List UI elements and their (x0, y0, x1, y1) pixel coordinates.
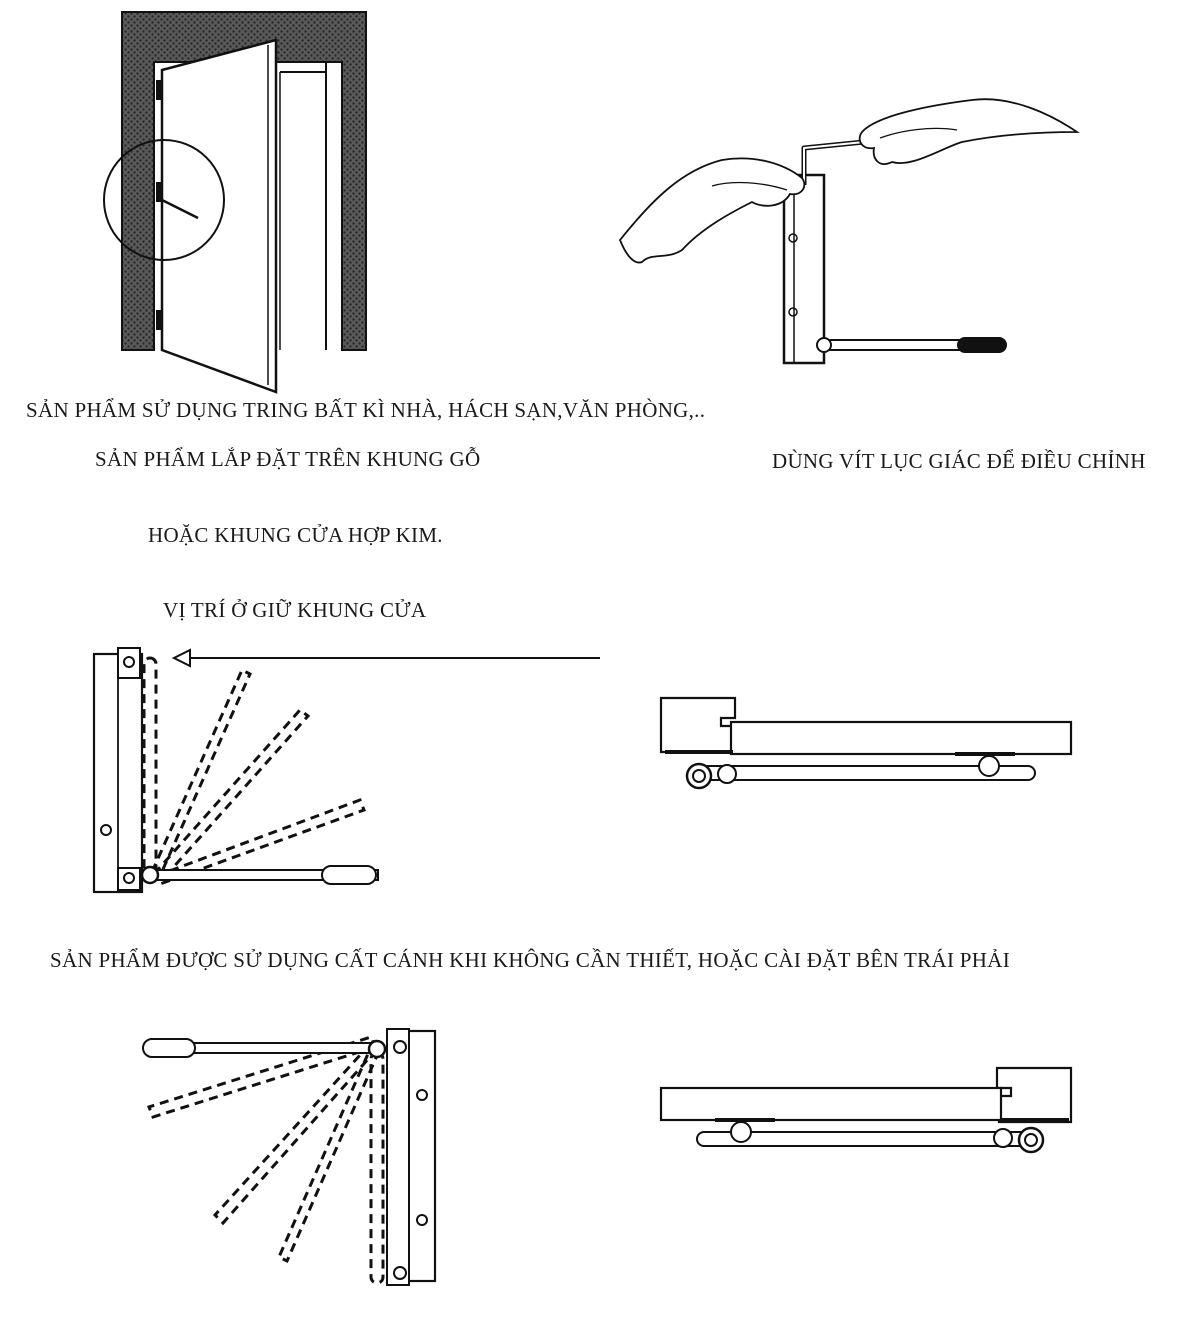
arm-swing-left-icon (142, 1028, 437, 1286)
holder-side-view-left-icon (659, 696, 1073, 790)
arm-swing-right-icon (92, 647, 600, 894)
holder-side-view-right-icon (659, 1066, 1073, 1154)
caption-adjust: DÙNG VÍT LỤC GIÁC ĐỂ ĐIỀU CHỈNH (772, 449, 1146, 473)
door-with-holder-icon (103, 11, 367, 394)
caption-fold-usage: SẢN PHẨM ĐƯỢC SỬ DỤNG CẤT CÁNH KHI KHÔNG… (50, 948, 1010, 972)
caption-install-line1: SẢN PHẨM LẮP ĐẶT TRÊN KHUNG GỖ (95, 447, 481, 471)
caption-usage: SẢN PHẨM SỬ DỤNG TRING BẤT KÌ NHÀ, HÁCH … (26, 398, 706, 422)
caption-install-line2: HOẶC KHUNG CỬA HỢP KIM. (148, 523, 443, 547)
hex-key-adjust-icon (618, 98, 1080, 365)
caption-position: VỊ TRÍ Ở GIỮ KHUNG CỬA (163, 598, 427, 622)
